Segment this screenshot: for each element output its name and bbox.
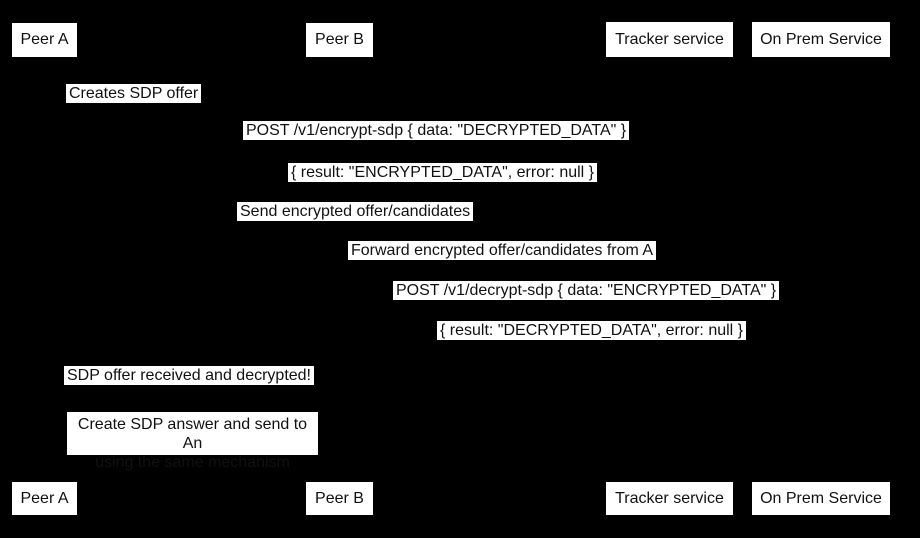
message-label-creates-sdp-offer: Creates SDP offer [66, 84, 202, 103]
actor-box-peer-a-bottom: Peer A [12, 482, 77, 515]
actor-box-on-prem-service-bottom: On Prem Service [752, 482, 890, 515]
actor-box-peer-a-top: Peer A [12, 23, 77, 57]
message-label-result-decrypted-data: { result: "DECRYPTED_DATA", error: null … [437, 321, 747, 340]
note-create-sdp-answer: Create SDP answer and send to An using t… [67, 412, 318, 471]
message-label-send-encrypted-offer: Send encrypted offer/candidates [237, 202, 474, 221]
message-label-post-encrypt-sdp: POST /v1/encrypt-sdp { data: "DECRYPTED_… [243, 121, 630, 140]
message-label-post-decrypt-sdp: POST /v1/decrypt-sdp { data: "ENCRYPTED_… [393, 281, 780, 300]
actor-box-peer-b-top: Peer B [306, 23, 373, 57]
message-label-sdp-offer-received: SDP offer received and decrypted! [64, 366, 314, 385]
actor-box-tracker-service-top: Tracker service [606, 22, 733, 57]
actor-box-on-prem-service-top: On Prem Service [752, 22, 890, 57]
message-label-forward-encrypted-offer: Forward encrypted offer/candidates from … [348, 241, 657, 260]
actor-box-peer-b-bottom: Peer B [306, 482, 373, 515]
note-line-1: Create SDP answer and send to An [77, 416, 308, 452]
message-label-result-encrypted-data: { result: "ENCRYPTED_DATA", error: null … [288, 163, 598, 182]
note-line-2: using the same mechanism [95, 454, 290, 471]
actor-box-tracker-service-bottom: Tracker service [606, 482, 733, 515]
